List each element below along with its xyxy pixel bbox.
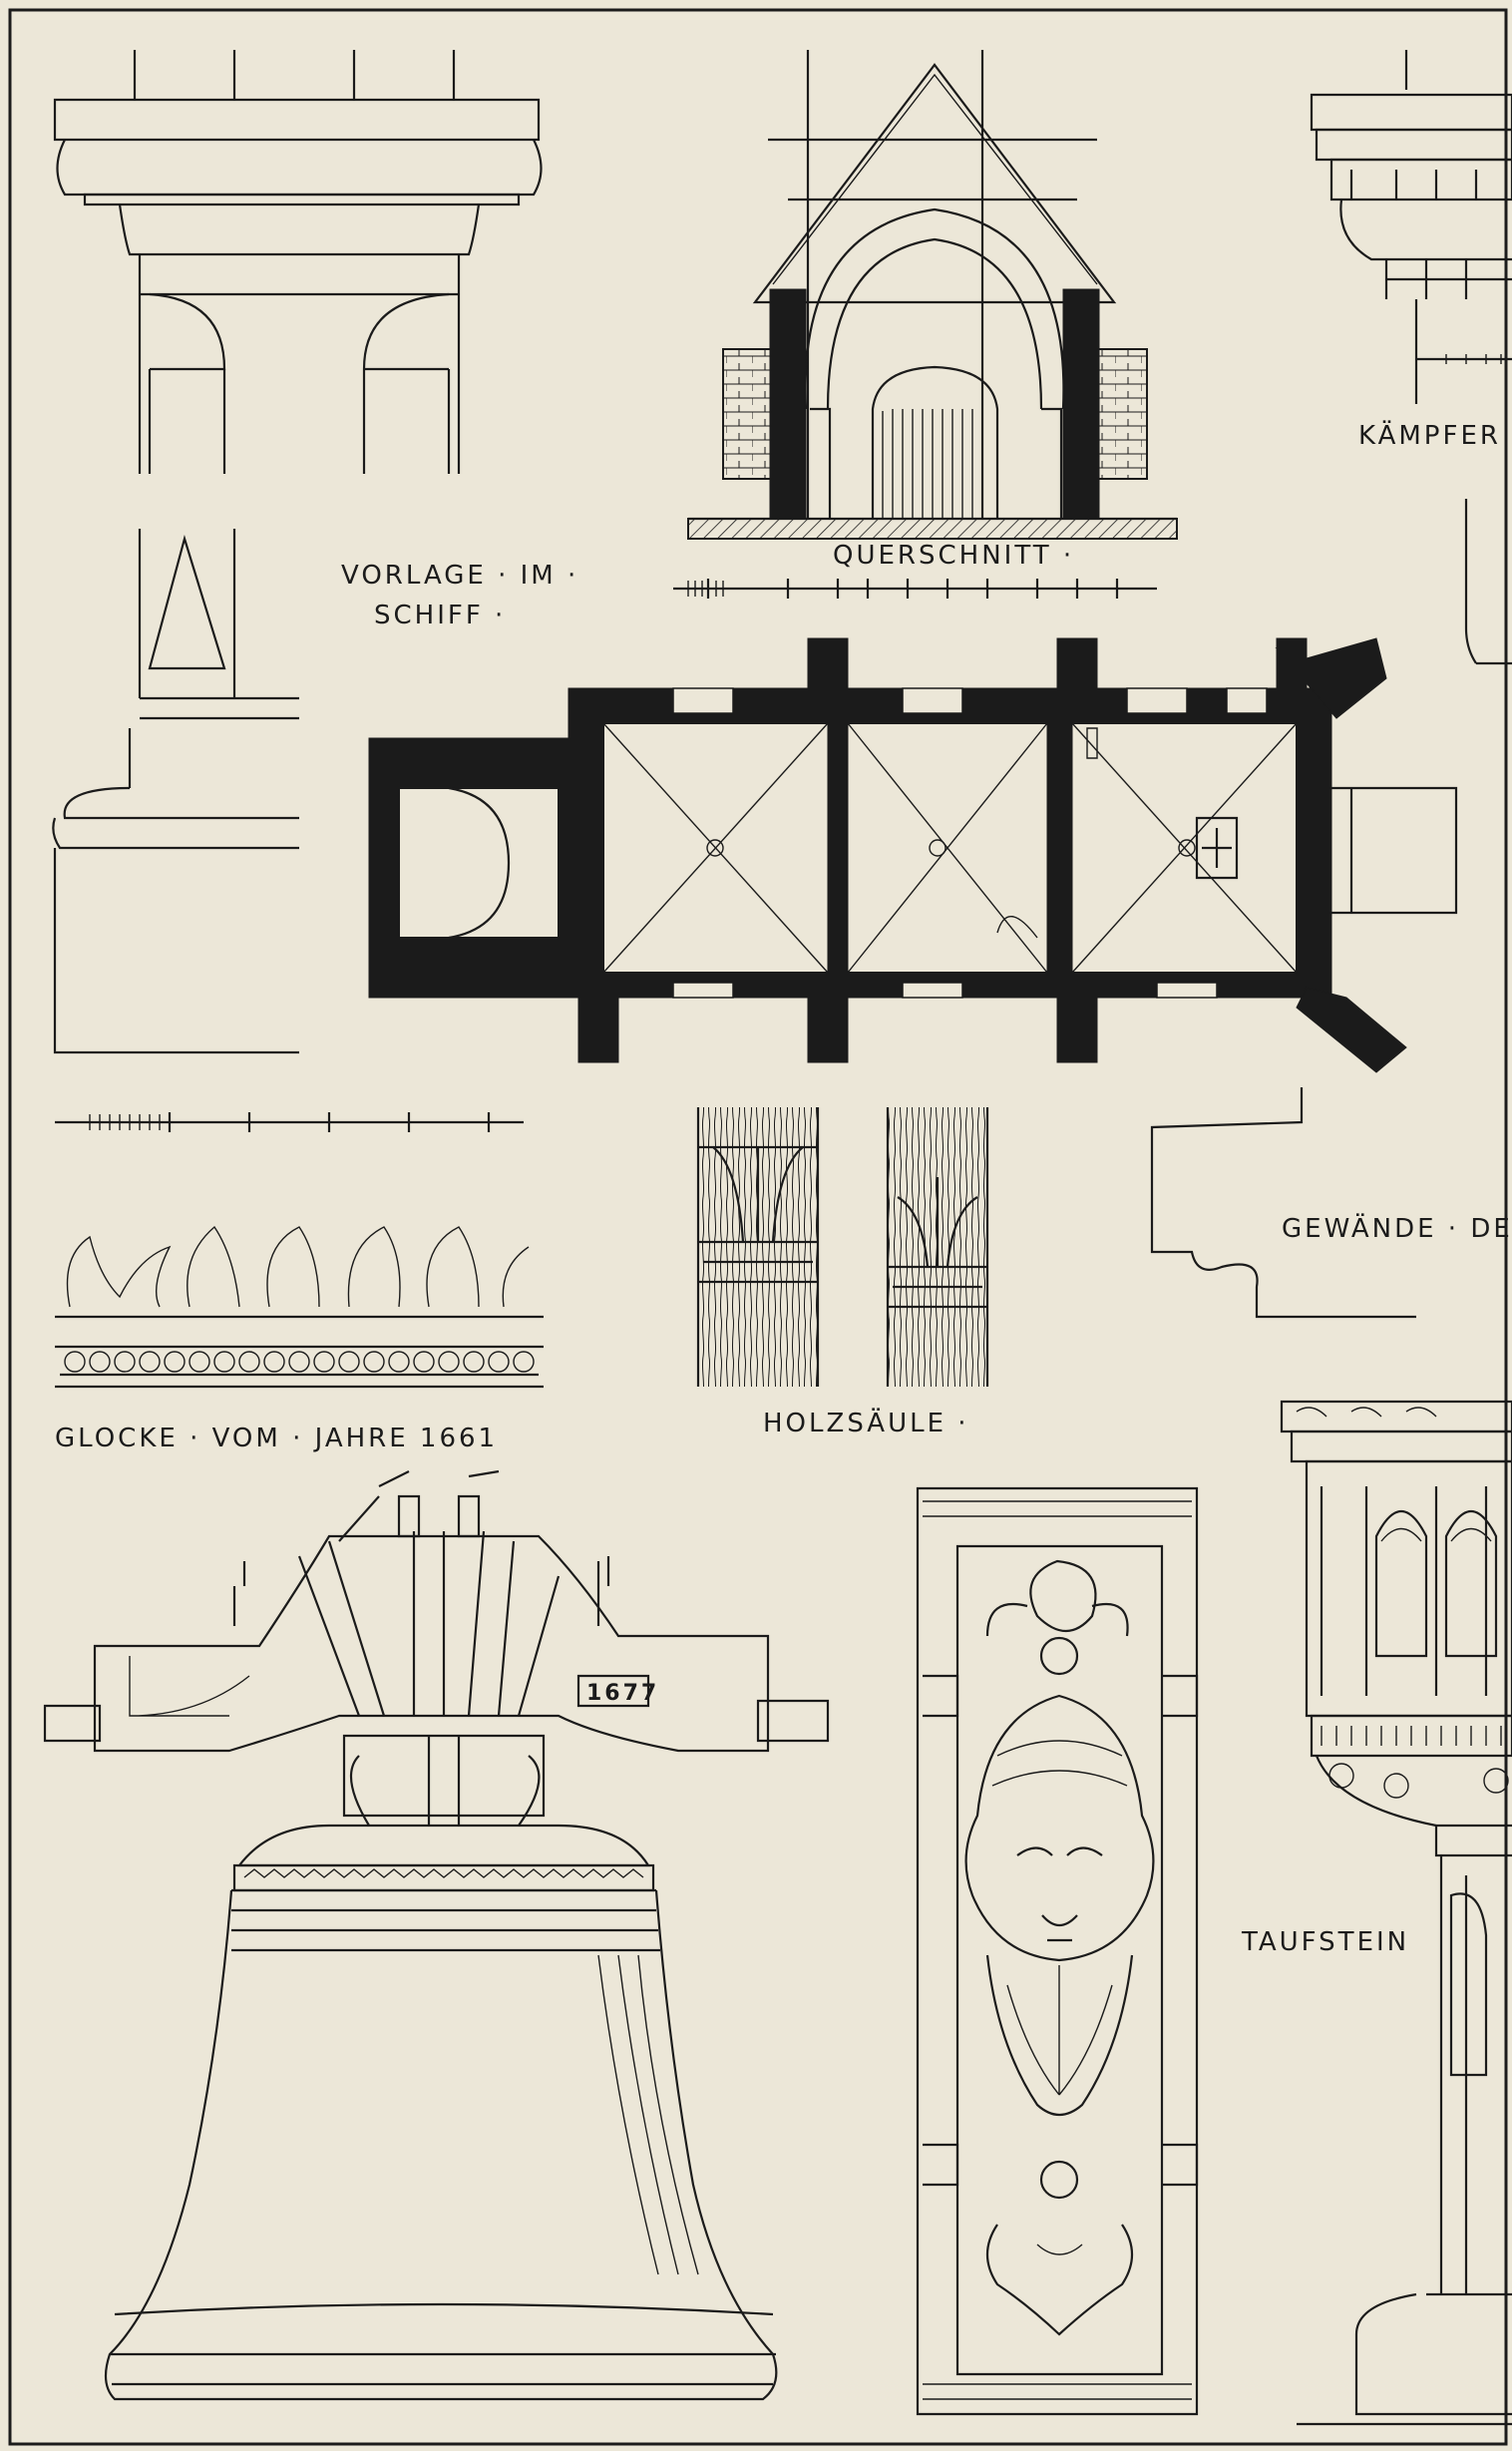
church-floor-plan	[368, 637, 1458, 1073]
sheet-border	[8, 8, 1508, 2446]
carved-panel	[916, 1486, 1199, 2416]
label-glocke: GLOCKE · VOM · JAHRE 1661	[55, 1424, 498, 1453]
gewaende-profile: GEWÄNDE · DER ·	[1150, 499, 1512, 1319]
label-querschnitt: QUERSCHNITT ·	[833, 541, 1074, 571]
label-kaempfer: KÄMPFER ·	[1358, 419, 1512, 451]
label-vorlage-line2: SCHIFF ·	[374, 601, 506, 630]
label-gewaende: GEWÄNDE · DER ·	[1282, 1212, 1512, 1244]
label-taufstein: TAUFSTEIN	[1241, 1927, 1409, 1957]
querschnitt-cross-section: QUERSCHNITT ·	[673, 50, 1178, 599]
vorlage-pier-drawing: VORLAGE · IM · SCHIFF ·	[52, 50, 578, 1054]
kaempfer-detail: KÄMPFER ·	[1310, 50, 1512, 451]
bell-drawing: 1677	[43, 1469, 830, 2401]
holzsaeule-columns: HOLZSÄULE ·	[696, 1107, 989, 1438]
taufstein-font: TAUFSTEIN	[1241, 1400, 1512, 2426]
bell-year-plate: 1677	[586, 1681, 659, 1706]
ornament-frieze	[55, 1225, 544, 1389]
label-holzsaeule: HOLZSÄULE ·	[763, 1407, 969, 1438]
label-vorlage-line1: VORLAGE · IM ·	[341, 561, 578, 591]
scale-bar-left	[55, 1112, 524, 1132]
